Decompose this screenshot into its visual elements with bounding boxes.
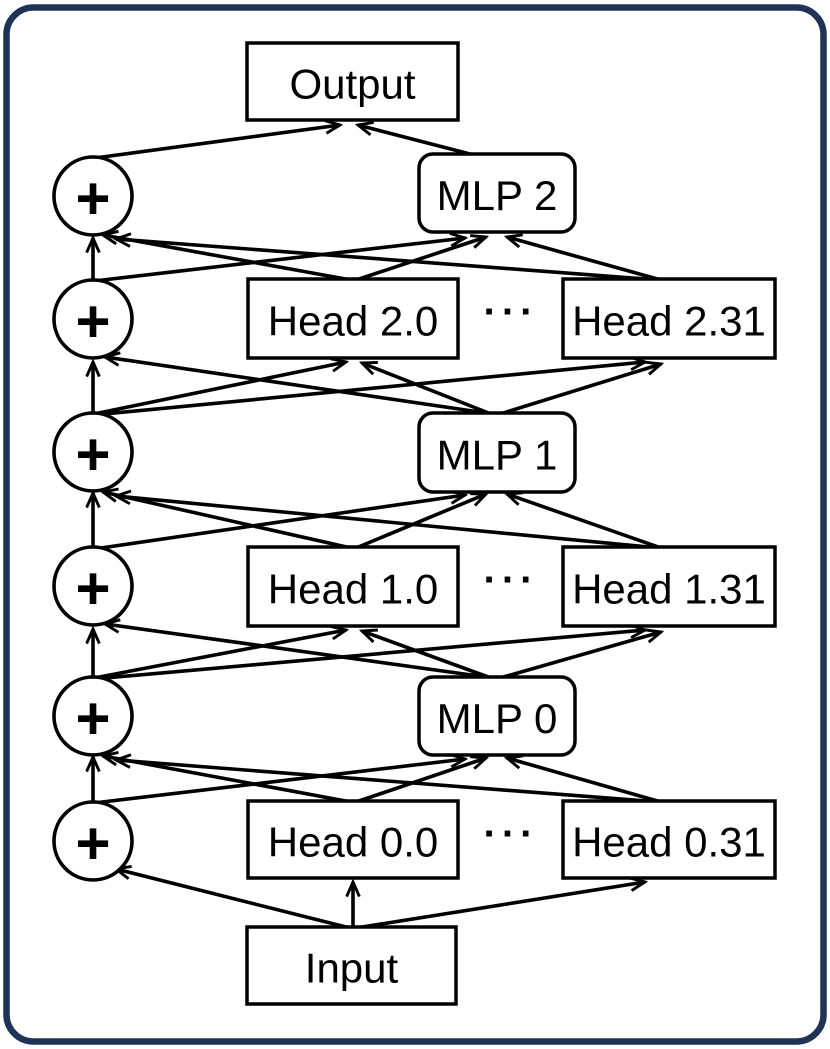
outer-border	[3, 4, 827, 1045]
output-box	[245, 41, 460, 122]
nodes-layer: Output + MLP 2 + Head 2.0 Head 2.31 + MLP 1 + Hea…	[52, 41, 777, 1006]
plus-mlp0-circle	[52, 675, 134, 757]
edge-plus-attn1-mlp1	[93, 495, 465, 551]
plus-mlp1-circle	[52, 411, 134, 493]
plus-icon: +	[75, 165, 110, 232]
edge-mlp0-head10	[362, 631, 492, 680]
head231-box	[561, 277, 777, 360]
input-box	[245, 925, 458, 1006]
edge-mlp0-head131	[499, 632, 661, 680]
edge-head031-mlp0	[507, 758, 662, 804]
plus-icon: +	[75, 810, 110, 877]
edge-mlp1-head20	[362, 363, 492, 416]
head031-label: Head 0.31	[572, 819, 766, 866]
edge-plus-mlp2-output	[94, 125, 340, 160]
edge-plus-attn0-mlp0	[93, 759, 465, 805]
edge-head00-mlp0	[355, 758, 486, 804]
output-label: Output	[289, 61, 415, 108]
head20-box	[246, 277, 460, 360]
heads-ellipsis: ···	[484, 812, 539, 856]
mlp2-label: MLP 2	[437, 172, 558, 219]
head131-box	[561, 545, 777, 628]
head131-label: Head 1.31	[572, 566, 766, 613]
mlp1-box	[417, 411, 577, 494]
plus-icon: +	[75, 421, 110, 488]
plus-mlp2-circle	[52, 155, 134, 237]
edge-input-head031	[355, 882, 645, 930]
edges-layer	[93, 125, 662, 930]
mlp1-label: MLP 1	[437, 432, 558, 479]
plus-attn0-circle	[52, 800, 134, 882]
edge-head231-mlp2	[507, 237, 662, 282]
edge-head131-mlp1	[507, 494, 662, 550]
edge-mlp2-output	[358, 125, 471, 156]
edge-plus-mlp0-head10	[93, 630, 346, 680]
edge-head031-plus-mlp0	[116, 760, 660, 804]
plus-icon: +	[75, 555, 110, 622]
head10-label: Head 1.0	[268, 566, 438, 613]
head10-box	[246, 545, 460, 628]
plus-attn2-circle	[52, 278, 134, 360]
input-label: Input	[305, 945, 399, 992]
heads-ellipsis: ···	[484, 558, 539, 602]
edge-plus-mlp1-head231	[93, 362, 645, 417]
edge-head131-plus-mlp1	[116, 496, 660, 550]
plus-attn1-circle	[52, 545, 134, 627]
edge-head20-mlp2	[355, 237, 486, 282]
edge-mlp1-plus-attn2	[105, 357, 494, 416]
edge-mlp1-head231	[499, 364, 661, 416]
edge-plus-mlp1-head20	[93, 362, 346, 416]
edge-head10-mlp1	[355, 494, 486, 550]
edge-input-plus-attn0	[116, 869, 351, 930]
head20-label: Head 2.0	[268, 298, 438, 345]
head231-label: Head 2.31	[572, 298, 766, 345]
head00-box	[246, 799, 460, 880]
heads-ellipsis: ···	[484, 290, 539, 334]
edge-plus-mlp0-head131	[93, 630, 645, 681]
head031-box	[561, 799, 777, 880]
plus-icon: +	[75, 288, 110, 355]
edge-plus-attn2-mlp2	[93, 238, 465, 283]
mlp0-box	[417, 675, 577, 757]
head00-label: Head 0.0	[268, 819, 438, 866]
mlp2-box	[417, 152, 577, 234]
edge-head231-plus-mlp2	[116, 239, 660, 282]
mlp0-label: MLP 0	[437, 695, 558, 742]
plus-icon: +	[75, 685, 110, 752]
edge-mlp0-plus-attn1	[105, 624, 494, 680]
edge-head10-plus-mlp1	[103, 492, 352, 550]
